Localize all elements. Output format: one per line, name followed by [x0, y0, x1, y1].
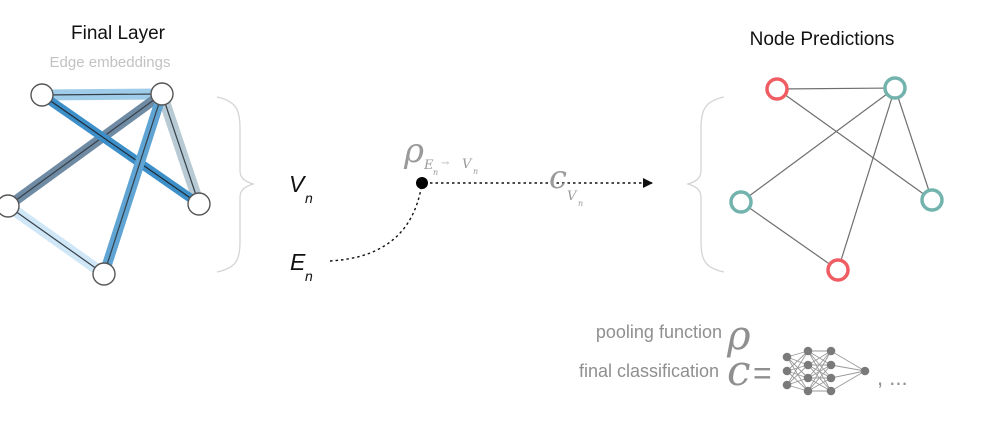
en-main: E [290, 249, 306, 275]
right-graph: Node Predictions [729, 29, 944, 282]
right-edge-cross-a [776, 88, 933, 201]
right-edge-long [837, 87, 896, 271]
left-node-bottom [92, 262, 116, 286]
legend-pooling-text: pooling function [596, 322, 722, 342]
legend-tail: , ... [877, 365, 908, 390]
right-node-bottom-red [826, 258, 850, 282]
left-node-right [187, 192, 211, 216]
legend-classification-symbol: c [727, 346, 751, 395]
en-subscript: n [305, 268, 313, 284]
edge-line-long [103, 93, 163, 275]
classifier-c: c [549, 158, 567, 196]
right-node-left-teal [729, 190, 753, 214]
edge-line-diag-b [41, 94, 200, 205]
en-connector [329, 182, 423, 262]
edge-line-right [161, 93, 200, 205]
pooling-operator: ρ E n → V n [403, 131, 478, 189]
right-brace [685, 96, 725, 273]
edge-line-bottom [7, 205, 105, 275]
left-node-top-left [30, 83, 54, 107]
legend-equals: = [753, 355, 772, 391]
right-edge-cross-b [740, 87, 896, 203]
right-node-top-left-red [765, 77, 789, 101]
right-graph-nodes [729, 76, 944, 282]
left-graph-title: Final Layer [71, 23, 166, 44]
classifier-label: c V n [549, 158, 583, 208]
vn-label: V n [289, 171, 313, 206]
legend-classification-text: final classification [579, 361, 719, 381]
pooling-sub-e-n: n [433, 168, 438, 177]
left-node-top-right [150, 82, 174, 106]
en-label: E n [290, 249, 313, 284]
classifier-sub-v: V [567, 189, 578, 204]
left-node-left [0, 194, 20, 218]
classifier-sub-v-n: n [578, 199, 583, 208]
left-graph-edges [4, 88, 205, 279]
pooling-point [416, 177, 428, 189]
left-graph-subtitle: Edge embeddings [50, 54, 171, 71]
left-graph-nodes [0, 82, 211, 286]
pooling-sub-e: E [423, 158, 434, 173]
pooling-rho: ρ [403, 131, 424, 171]
vn-subscript: n [305, 190, 313, 206]
left-brace [216, 96, 256, 273]
right-node-top-right-teal [883, 76, 907, 100]
pooling-sub-v: V [462, 157, 473, 172]
left-graph: Final Layer Edge embeddings [0, 23, 211, 286]
pooling-sub-arrow: → [441, 158, 450, 169]
vn-main: V [289, 171, 307, 197]
legend-pooling-symbol: ρ [726, 313, 751, 359]
right-node-right-teal [920, 188, 944, 212]
right-edge-right [894, 87, 933, 201]
neural-network-icon [782, 346, 870, 396]
edge-line-diag-a [7, 93, 163, 207]
pooling-sub-v-n: n [473, 167, 478, 176]
right-edge-bottom [740, 201, 839, 271]
right-graph-title: Node Predictions [750, 29, 895, 50]
edge-line-top [41, 93, 163, 96]
legend: pooling function ρ final classification … [579, 313, 908, 396]
right-edge-top [776, 87, 896, 90]
right-graph-edges [740, 87, 933, 271]
